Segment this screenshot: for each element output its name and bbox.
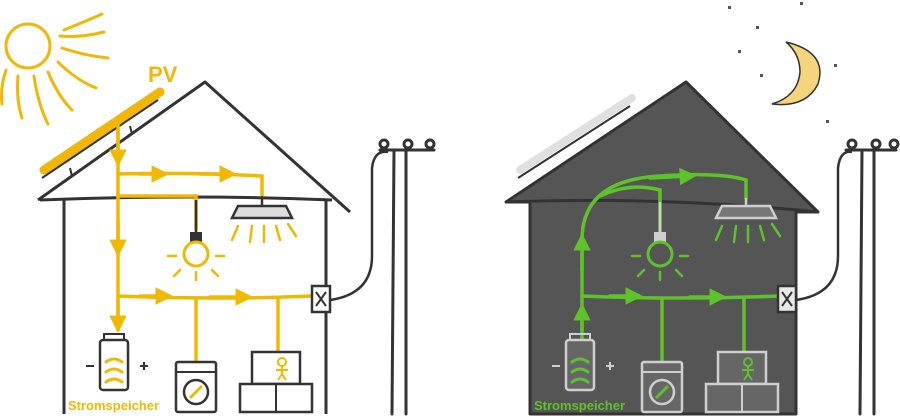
day-scene: PV [0, 12, 436, 416]
solar-panel-icon [516, 94, 636, 179]
battery-icon [552, 333, 614, 392]
meter-icon [310, 284, 332, 314]
night-grid-cable [795, 150, 853, 302]
ceiling-lamp-icon [229, 196, 298, 244]
night-energy-flow [573, 167, 780, 364]
day-grid-cable [329, 150, 389, 302]
battery-icon [86, 333, 148, 392]
bulb-icon [166, 200, 226, 282]
tv-icon [238, 350, 314, 414]
bulb-icon [630, 202, 690, 282]
day-roof [37, 80, 352, 214]
pv-label: PV [148, 62, 178, 87]
tv-icon [704, 350, 780, 414]
day-energy-flow [109, 122, 314, 362]
solar-panel-icon [39, 87, 165, 179]
washing-machine-icon [640, 360, 684, 414]
storage-label-day: Stromspeicher [68, 398, 159, 413]
sun-icon [0, 12, 110, 126]
meter-icon [776, 284, 798, 314]
washing-machine-icon [174, 360, 218, 414]
night-scene: Stromspeicher [504, 2, 900, 416]
storage-label-night: Stromspeicher [534, 398, 625, 413]
moon-icon [771, 41, 821, 106]
star-icon [728, 2, 837, 123]
power-pole-icon [378, 138, 436, 416]
power-pole-icon [844, 138, 900, 416]
ceiling-lamp-icon [713, 198, 782, 244]
